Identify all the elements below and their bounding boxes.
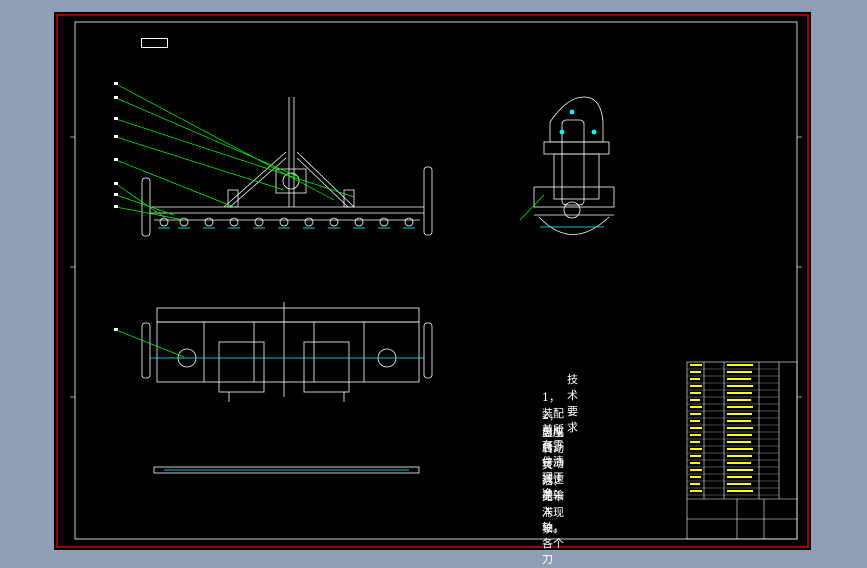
title-block-text-mark: [727, 483, 751, 485]
title-block-text-mark: [690, 441, 700, 443]
title-block-text-mark: [727, 469, 753, 471]
title-block-text-mark: [727, 399, 751, 401]
title-block-text-mark: [690, 420, 700, 422]
side-view: [533, 96, 615, 235]
title-block-text-mark: [727, 406, 753, 408]
cad-drawing: [56, 14, 809, 548]
title-block-text-mark: [727, 378, 751, 380]
title-block-text-mark: [727, 385, 753, 387]
title-block-text-mark: [690, 490, 702, 492]
title-block-text-mark: [727, 455, 752, 457]
title-block-text-mark: [727, 427, 753, 429]
title-block-text-marks: [690, 364, 753, 492]
title-block-text-mark: [690, 385, 702, 387]
side-view-details: [540, 109, 604, 228]
blade-shaft-view: [153, 466, 420, 474]
title-block-text-mark: [690, 399, 700, 401]
tech-req-item-1: 1，装配前所有零件清理干净；: [542, 391, 564, 500]
title-block: [686, 361, 798, 540]
zone-ticks: [70, 136, 802, 398]
leader-lines: [115, 83, 355, 221]
tech-req-heading: 技术要求: [567, 373, 580, 434]
title-block-text-mark: [727, 371, 752, 373]
title-block-text-mark: [727, 476, 752, 478]
balloon-markers: [114, 82, 118, 331]
title-block-text-mark: [727, 420, 751, 422]
title-block-text-mark: [690, 462, 700, 464]
title-block-text-mark: [690, 483, 700, 485]
title-block-text-mark: [690, 427, 702, 429]
title-block-text-mark: [727, 462, 751, 464]
title-block-text-mark: [727, 413, 752, 415]
title-block-text-mark: [690, 455, 701, 457]
inner-frame: [74, 21, 798, 540]
title-block-text-mark: [727, 490, 753, 492]
title-block-text-mark: [690, 364, 702, 366]
title-block-text-mark: [690, 371, 701, 373]
title-block-text-mark: [690, 448, 702, 450]
top-view: [141, 302, 433, 402]
title-block-text-mark: [727, 364, 753, 366]
blade-hubs: [159, 217, 414, 227]
title-block-text-mark: [690, 392, 701, 394]
title-block-text-mark: [727, 448, 753, 450]
title-block-text-mark: [727, 434, 752, 436]
outer-frame: [56, 14, 809, 548]
title-block-text-mark: [690, 476, 701, 478]
title-block-text-mark: [727, 392, 752, 394]
title-block-text-mark: [690, 413, 701, 415]
title-block-text-mark: [690, 378, 700, 380]
title-block-text-mark: [690, 434, 701, 436]
title-block-text-mark: [690, 469, 702, 471]
title-block-text-mark: [727, 441, 751, 443]
drawing-number-tag: [141, 38, 168, 48]
tech-req-item-2: 2，总成后，转动减速器输入轴，各个刀: [542, 409, 564, 566]
front-view: [141, 97, 433, 237]
title-block-rows: [687, 368, 779, 496]
cad-drawing-canvas: 技术要求 1，装配前所有零件清理干净； 2，总成后，转动减速器输入轴，各个刀 盘…: [54, 12, 811, 566]
title-block-text-mark: [690, 406, 702, 408]
tech-req-item-3: 盘座转动灵活，无卡滞现象。: [542, 426, 564, 535]
